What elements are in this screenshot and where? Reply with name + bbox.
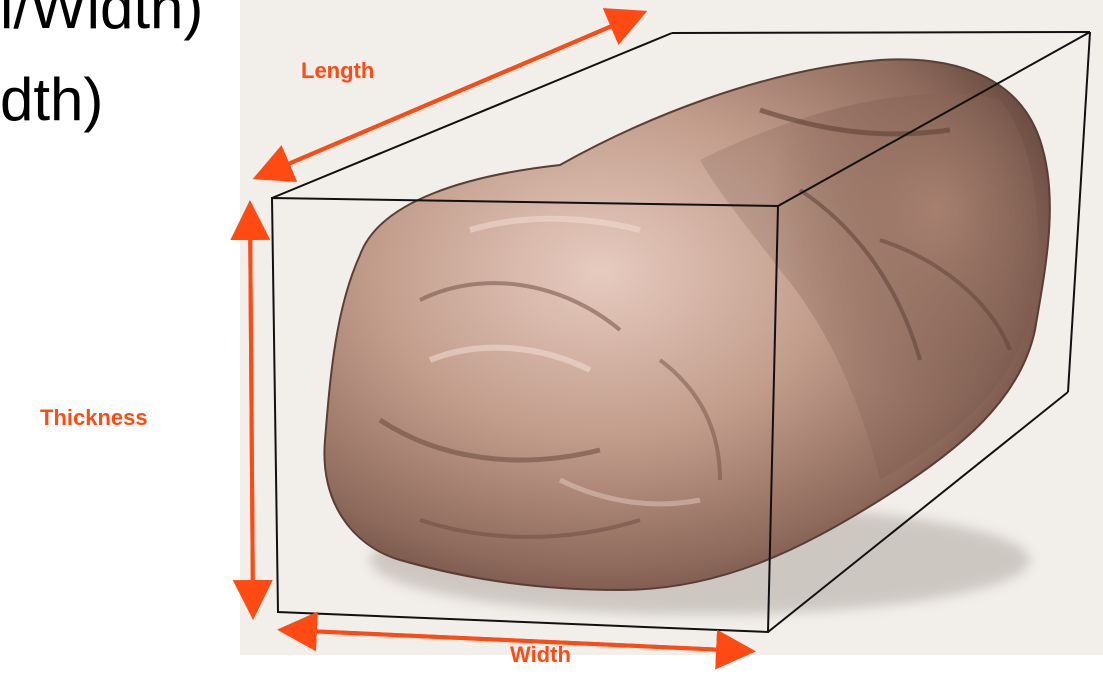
thickness-arrow: [250, 208, 253, 612]
box-edge-top-back: [672, 32, 1090, 33]
thickness-label: Thickness: [40, 405, 148, 431]
width-label: Width: [510, 642, 571, 668]
box-edge-back-right: [1068, 32, 1090, 392]
length-label: Length: [301, 58, 374, 84]
rock-illustration: [324, 59, 1049, 590]
